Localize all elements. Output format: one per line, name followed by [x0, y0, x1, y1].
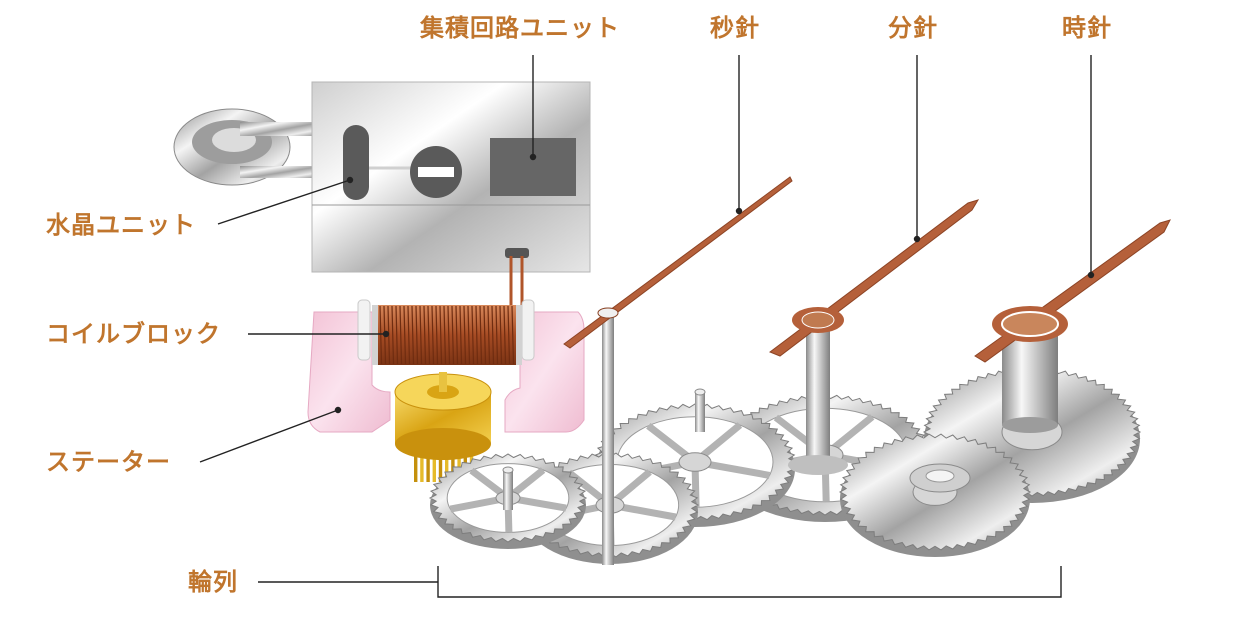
crystal-unit-leader — [217, 179, 351, 225]
minute-post — [788, 325, 848, 475]
label-second-hand: 秒針 — [710, 14, 760, 42]
second-hand-leader-dot — [735, 207, 743, 215]
gear-train-bracket — [437, 566, 1062, 598]
stator — [307, 299, 585, 433]
coil — [372, 305, 522, 365]
hour-hand-leader-dot — [1087, 271, 1095, 279]
label-coil-block: コイルブロック — [46, 320, 221, 348]
gear-train — [428, 367, 1142, 564]
crystal-unit-leader-dot — [346, 176, 354, 184]
ic-unit-block — [311, 81, 591, 273]
label-ic-unit: 集積回路ユニット — [420, 14, 620, 42]
minute-hand — [768, 199, 980, 357]
leader-lines — [199, 55, 1095, 598]
coil-block-leader-dot — [382, 330, 390, 338]
stator-leader — [199, 409, 339, 463]
label-gear-train: 輪列 — [188, 568, 238, 596]
hour-hand — [974, 219, 1171, 363]
second-hand — [563, 176, 793, 349]
label-stator: ステーター — [46, 448, 171, 476]
label-hour-hand: 時針 — [1062, 14, 1112, 42]
pinion-post-2 — [694, 388, 706, 432]
label-crystal-unit: 水晶ユニット — [46, 211, 196, 239]
gear-minute-wheel — [838, 433, 1032, 557]
crystal-capsule — [343, 125, 369, 200]
crystal-ring — [173, 108, 315, 186]
stator-leader-dot — [334, 406, 342, 414]
ic-unit-leader-dot — [529, 153, 537, 161]
rotor — [394, 372, 492, 482]
intermediate-pinion — [909, 463, 971, 493]
minute-hand-leader-dot — [913, 235, 921, 243]
coil-leads — [509, 256, 524, 310]
hour-post — [1002, 325, 1058, 433]
pinion-post-1 — [502, 466, 514, 510]
label-minute-hand: 分針 — [888, 14, 938, 42]
